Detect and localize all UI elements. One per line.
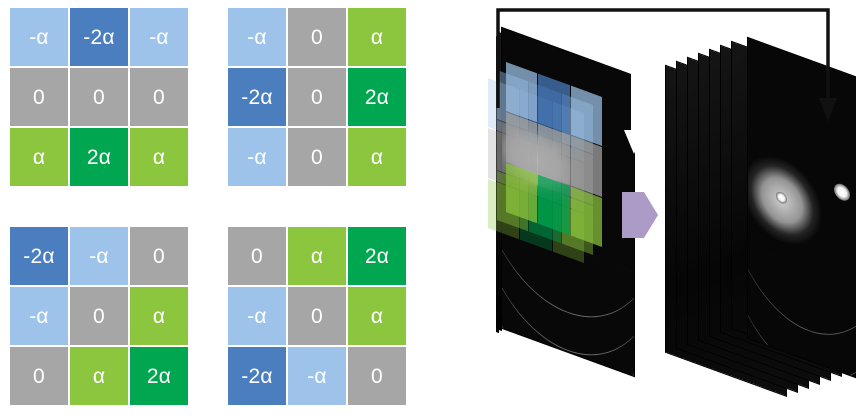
kernel-cell: 0 xyxy=(348,347,406,405)
kernel-cell: -2α xyxy=(10,227,68,285)
kernel-cell: 0 xyxy=(130,68,188,126)
scan-direction-arrow xyxy=(594,48,644,154)
kernel-cell: 2α xyxy=(70,128,128,186)
kernel-cell: 0 xyxy=(10,347,68,405)
kernel-cell: -2α xyxy=(228,68,286,126)
kernel-cell: 0 xyxy=(10,68,68,126)
kernel-cell: 2α xyxy=(348,68,406,126)
kernel-cell: -α xyxy=(228,287,286,345)
kernel-cell: -α xyxy=(228,128,286,186)
kernel-cell: -α xyxy=(288,347,346,405)
kernel-cell: 0 xyxy=(70,68,128,126)
kernel-cell: α xyxy=(10,128,68,186)
kernel-cell: 0 xyxy=(288,68,346,126)
kernel-cell: 0 xyxy=(228,227,286,285)
kernel-cell: α xyxy=(70,347,128,405)
kernel-cell: 0 xyxy=(288,8,346,66)
kernel-cell: α xyxy=(130,287,188,345)
kernel-cell: 2α xyxy=(130,347,188,405)
kernel-cell: α xyxy=(348,128,406,186)
kernel-cell: α xyxy=(288,227,346,285)
kernel-cell: 2α xyxy=(348,227,406,285)
kernel-cell: -2α xyxy=(228,347,286,405)
kernel-cell: 0 xyxy=(70,287,128,345)
convolution-arrow xyxy=(622,192,658,238)
kernel-cell: -α xyxy=(228,8,286,66)
kernel-cell: -α xyxy=(10,287,68,345)
kernel-cell: α xyxy=(130,128,188,186)
kernel-cell: 0 xyxy=(288,128,346,186)
kernel-cell: -α xyxy=(70,227,128,285)
kernel-cell: 0 xyxy=(288,287,346,345)
feedback-bracket-arrow xyxy=(496,8,837,122)
kernel-cell: -α xyxy=(10,8,68,66)
kernel-cell: -2α xyxy=(70,8,128,66)
kernel-cell: α xyxy=(348,287,406,345)
kernel-cell: -α xyxy=(130,8,188,66)
kernel-cell: α xyxy=(348,8,406,66)
convolution-diagram xyxy=(480,0,856,419)
kernel-cell: 0 xyxy=(130,227,188,285)
